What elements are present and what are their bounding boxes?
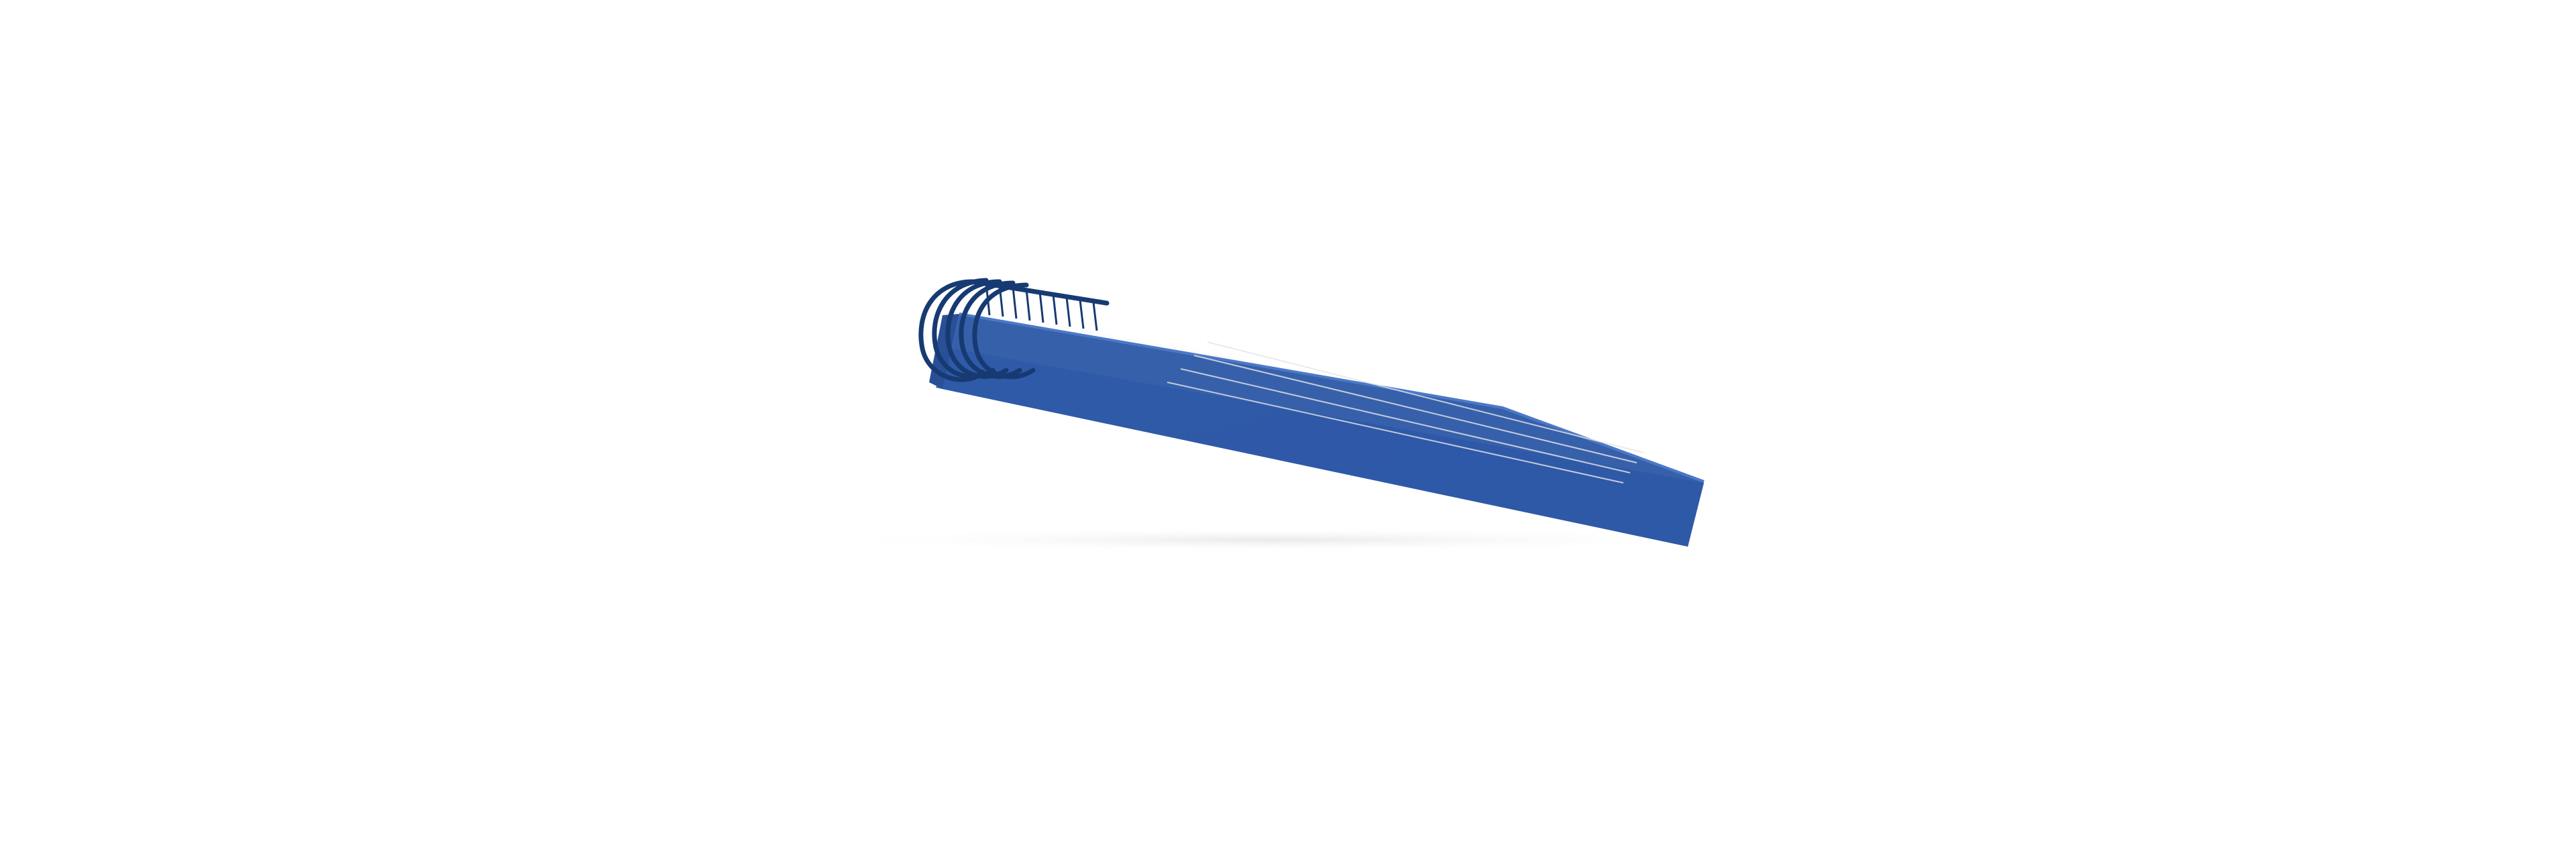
ground-shadow xyxy=(818,528,1731,552)
spiral-ticks xyxy=(985,282,1098,331)
cover-edge-highlight xyxy=(959,313,1705,483)
spiral-coil xyxy=(972,282,1036,380)
spiral-coil xyxy=(918,279,985,382)
page-lines xyxy=(1167,341,1644,484)
top-cover xyxy=(943,314,1704,547)
spiral-binding xyxy=(918,278,1110,382)
